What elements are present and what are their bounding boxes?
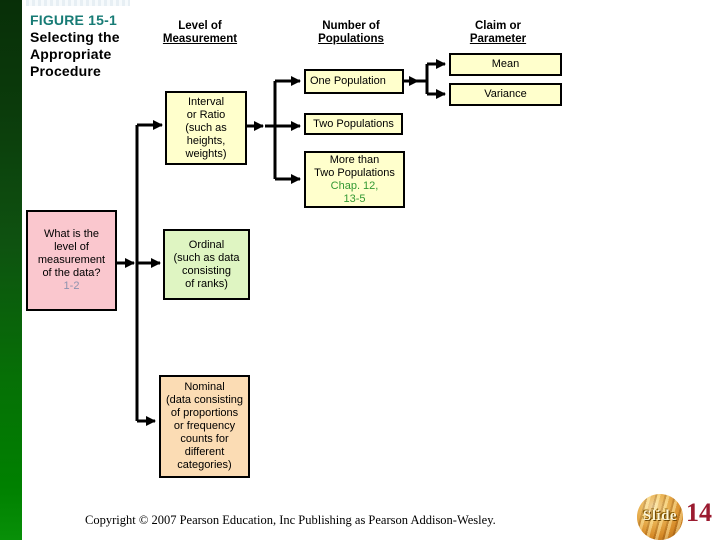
- box-variance: Variance: [449, 83, 562, 106]
- box-interval-or-ratio: Interval or Ratio (such as heights, weig…: [165, 91, 247, 165]
- box-two-populations: Two Populations: [304, 113, 403, 135]
- slide-title-block: FIGURE 15-1 Selecting the Appropriate Pr…: [30, 12, 170, 80]
- top-accent-strip: [26, 0, 130, 6]
- chapter-reference: Chap. 12,: [330, 179, 379, 192]
- chapter-reference: 13-5: [343, 192, 366, 205]
- slide-title-line: Appropriate: [30, 46, 112, 62]
- slide-title-line: Selecting the: [30, 29, 120, 45]
- ball-texture: [637, 494, 683, 540]
- box-one-population: One Population: [304, 69, 404, 94]
- copyright-text: Copyright © 2007 Pearson Education, Inc …: [85, 513, 496, 527]
- slide-number: 14: [686, 498, 712, 527]
- column-header-number-of-populations: Number of Populations: [318, 20, 384, 45]
- box-level-of-measurement-question: What is the level of measurement of the …: [26, 210, 117, 311]
- column-header-claim-or-parameter: Claim or Parameter: [469, 20, 527, 45]
- box-nominal: Nominal (data consisting of proportions …: [159, 375, 250, 478]
- section-reference: 1-2: [63, 280, 80, 292]
- left-green-border-bar: [0, 0, 22, 540]
- figure-label: FIGURE 15-1: [30, 12, 117, 28]
- box-ordinal: Ordinal (such as data consisting of rank…: [163, 229, 250, 300]
- slide-word-label: Slide: [642, 508, 678, 524]
- box-mean: Mean: [449, 53, 562, 76]
- column-header-level-of-measurement: Level of Measurement: [162, 20, 238, 45]
- slide-ball-icon: Slide: [637, 494, 683, 540]
- box-more-than-two-populations: More than Two Populations Chap. 12, 13-5: [304, 151, 405, 208]
- slide-title-line: Procedure: [30, 63, 102, 79]
